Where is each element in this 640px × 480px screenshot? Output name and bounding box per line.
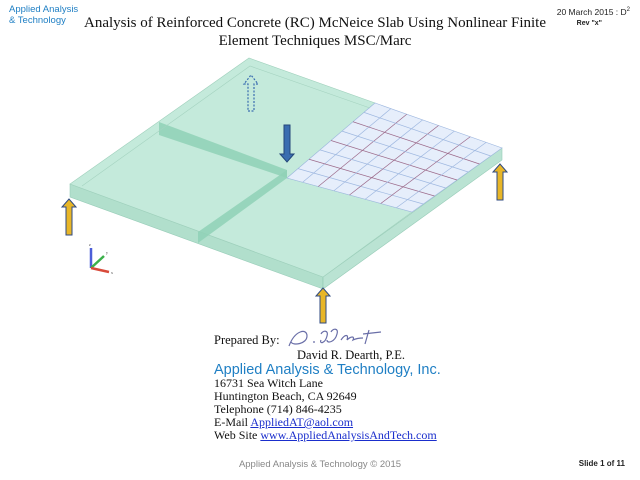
mesh-line: [341, 130, 469, 173]
footer-copyright: Applied Analysis & Technology © 2015: [238, 459, 402, 470]
axis-label-z: z: [89, 242, 91, 247]
slide-title: Analysis of Reinforced Concrete (RC) McN…: [84, 15, 546, 49]
revision-label: Rev "x": [576, 20, 602, 27]
axis-label-x: x: [111, 270, 113, 275]
slab: [69, 57, 503, 290]
address-line-2: Huntington Beach, CA 92649: [214, 389, 357, 403]
website-line: Web Site www.AppliedAnalysisAndTech.com: [214, 428, 437, 443]
symmetry-strip-back: [159, 122, 287, 178]
signature-image: [288, 328, 382, 347]
email-link[interactable]: AppliedAT@aol.com: [250, 415, 354, 429]
inner-edge: [81, 65, 371, 187]
symmetry-strip-front: [198, 170, 287, 243]
email-line: E-Mail AppliedAT@aol.com: [214, 415, 353, 430]
date-superscript: 2: [626, 7, 630, 14]
website-label: Web Site: [214, 428, 261, 442]
date-text: 20 March 2015 : D: [556, 7, 627, 17]
address-line-1: 16731 Sea Witch Lane: [214, 376, 323, 390]
support-arrow-right: [491, 163, 509, 201]
company-name: Applied Analysis & Technology, Inc.: [214, 362, 441, 378]
mesh-line: [396, 142, 487, 209]
axis-label-y: y: [106, 250, 108, 255]
mesh-line: [363, 112, 491, 157]
prepared-by-label: Prepared By:: [214, 333, 280, 347]
meshed-quadrant: [286, 102, 503, 213]
rebar-line: [349, 125, 439, 196]
mesh-grid: [297, 108, 491, 209]
support-arrow-front: [314, 287, 332, 324]
company-logo-text: Applied Analysis & Technology: [9, 4, 78, 26]
load-arrow-center: [278, 124, 296, 163]
website-link[interactable]: www.AppliedAnalysisAndTech.com: [260, 428, 437, 442]
logo-line-1: Applied Analysis: [9, 4, 79, 15]
coordinate-triad: z y x: [89, 242, 113, 275]
rebar-line: [352, 121, 480, 165]
support-arrow-left: [60, 198, 78, 236]
logo-line-2: & Technology: [9, 15, 66, 26]
author-name: David R. Dearth, P.E.: [297, 348, 405, 362]
email-label: E-Mail: [214, 415, 251, 429]
slide-date: 20 March 2015 : D2: [557, 7, 630, 17]
mesh-line: [364, 130, 455, 200]
slide-number: Slide 1 of 11: [578, 459, 625, 468]
slab-right-side: [322, 147, 503, 290]
slab-model-figure: z y x: [60, 57, 509, 324]
rebar-line: [380, 136, 471, 204]
telephone: Telephone (714) 846-4235: [214, 402, 342, 416]
dashed-arrow-up: [242, 74, 260, 112]
